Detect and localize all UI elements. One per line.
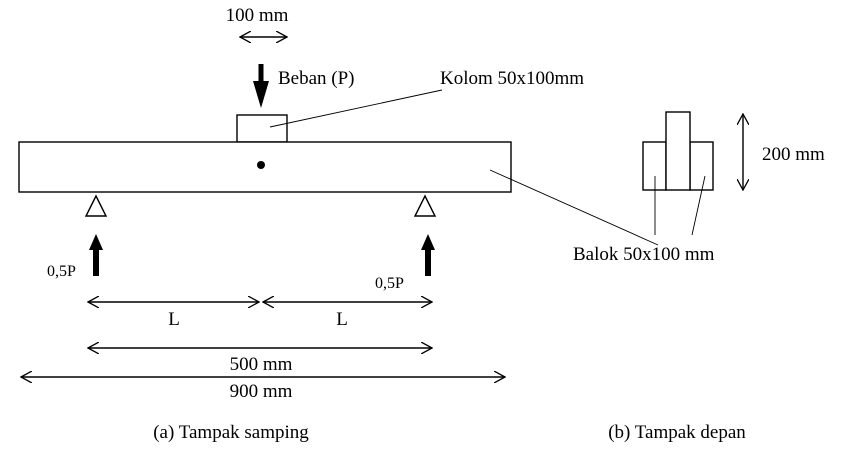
- span-right-label: L: [336, 309, 348, 330]
- support-left: [84, 194, 108, 217]
- column-leader-line: [269, 89, 443, 128]
- caption-front-view: (b) Tampak depan: [608, 422, 746, 443]
- load-arrow: [253, 64, 269, 108]
- front-beam-left: [642, 141, 667, 191]
- beam-label: Balok 50x100 mm: [573, 244, 715, 265]
- span-total-label: 500 mm: [230, 354, 293, 375]
- load-label: Beban (P): [278, 68, 355, 89]
- reaction-arrow-left: [89, 234, 103, 276]
- caption-side-view: (a) Tampak samping: [153, 422, 309, 443]
- beam: [18, 141, 512, 193]
- span-left-label: L: [168, 309, 180, 330]
- column-block: [236, 114, 288, 143]
- height-label: 200 mm: [762, 144, 825, 165]
- support-right: [413, 194, 437, 217]
- reaction-right-label: 0,5P: [375, 275, 404, 292]
- side-view: 100 mm Beban (P) Kolom 50x100mm 0,5P: [18, 5, 659, 443]
- beam-length-label: 900 mm: [230, 381, 293, 402]
- column-label: Kolom 50x100mm: [440, 68, 584, 89]
- beam-center-point: [257, 161, 265, 169]
- reaction-arrow-right: [421, 234, 435, 276]
- front-beam-right: [689, 141, 714, 191]
- front-column: [665, 111, 691, 191]
- beam-leader-line: [489, 169, 659, 246]
- reaction-left-label: 0,5P: [47, 263, 76, 280]
- column-width-label: 100 mm: [226, 5, 289, 26]
- front-leader-right: [691, 175, 706, 236]
- front-view: 200 mm Balok 50x100 mm (b) Tampak depan: [573, 111, 825, 443]
